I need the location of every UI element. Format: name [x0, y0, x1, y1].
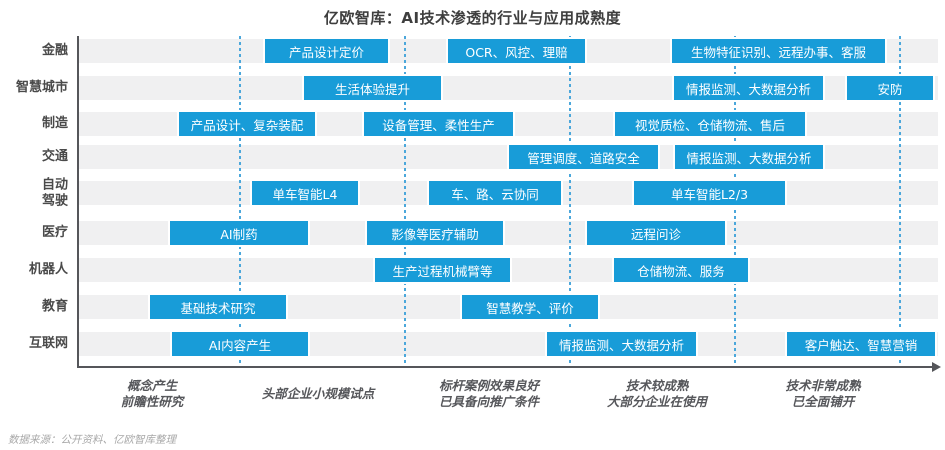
task-box: 仓储物流、服务: [612, 256, 750, 284]
task-box: 安防: [845, 74, 935, 102]
row-label: 制造: [41, 116, 68, 132]
stage-label: 头部企业小规模试点: [261, 385, 375, 401]
task-box: 生产过程机械臂等: [373, 256, 512, 284]
task-box: 基础技术研究: [148, 293, 288, 321]
task-box: AI内容产生: [170, 330, 310, 358]
x-axis-line: [77, 366, 932, 368]
source-note: 数据来源：公开资料、亿欧智库整理: [8, 434, 176, 446]
stage-grid-line: [239, 36, 241, 366]
chart-title: 亿欧智库：AI技术渗透的行业与应用成熟度: [323, 9, 622, 27]
task-box: 生活体验提升: [302, 74, 443, 102]
row-label: 互联网: [28, 336, 68, 352]
y-axis-line: [77, 36, 79, 368]
row-label: 教育: [41, 299, 68, 315]
row-label: 智慧城市: [15, 80, 68, 96]
row-label: 自动 驾驶: [41, 177, 68, 208]
task-box: 视觉质检、仓储物流、售后: [613, 110, 807, 138]
stage-grid-line: [404, 36, 406, 366]
row-label: 机器人: [28, 262, 68, 278]
task-box: 单车智能L4: [250, 179, 360, 207]
task-box: 管理调度、道路安全: [507, 143, 660, 171]
task-box: 情报监测、大数据分析: [673, 143, 825, 171]
task-box: 产品设计定价: [263, 37, 390, 65]
task-box: OCR、风控、理赔: [446, 37, 587, 65]
stage-label: 标杆案例效果良好 已具备向推广条件: [438, 377, 540, 409]
row-label: 交通: [41, 149, 68, 165]
task-box: AI制药: [168, 219, 310, 247]
task-box: 智慧教学、评价: [460, 293, 600, 321]
task-box: 生物特征识别、远程办事、客服: [670, 37, 887, 65]
task-box: 影像等医疗辅助: [365, 219, 505, 247]
stage-label: 技术非常成熟 已全面铺开: [785, 377, 861, 409]
task-box: 单车智能L2/3: [632, 179, 787, 207]
stage-grid-line: [569, 36, 571, 366]
task-box: 情报监测、大数据分析: [672, 74, 825, 102]
task-box: 情报监测、大数据分析: [545, 330, 698, 358]
stage-label: 技术较成熟 大部分企业在使用: [606, 377, 708, 409]
task-box: 设备管理、柔性生产: [362, 110, 515, 138]
task-box: 远程问诊: [585, 219, 727, 247]
task-box: 客户触达、智慧营销: [785, 330, 937, 358]
stage-grid-line: [899, 36, 901, 366]
row-label: 金融: [41, 43, 68, 59]
stage-label: 概念产生 前瞻性研究: [120, 377, 184, 409]
task-box: 车、路、云协同: [427, 179, 563, 207]
axis-arrow-icon: [932, 362, 941, 372]
row-label: 医疗: [41, 225, 68, 241]
task-box: 产品设计、复杂装配: [177, 110, 317, 138]
